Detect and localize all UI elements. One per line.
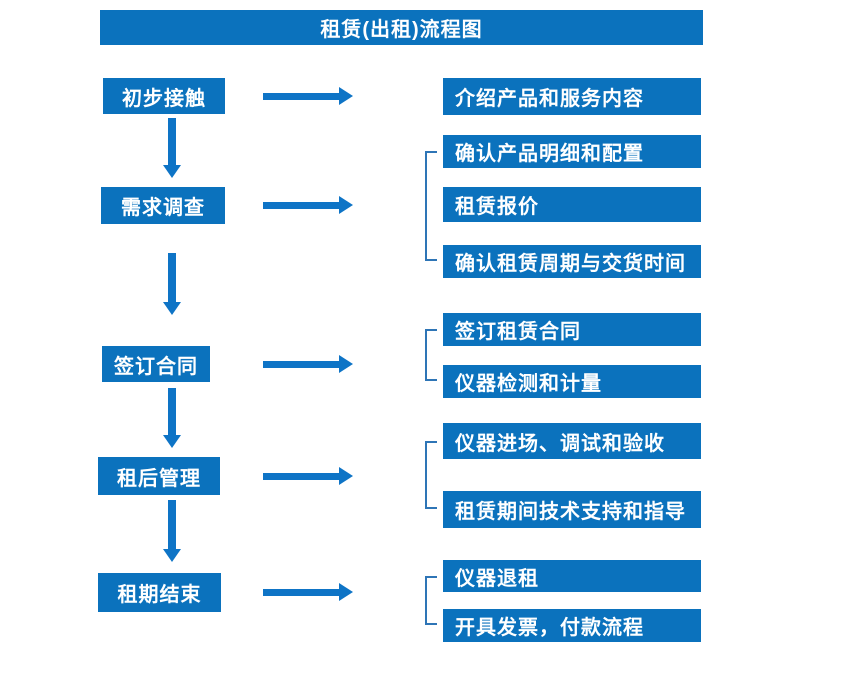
arrow-right-icon bbox=[263, 583, 353, 601]
bracket-icon bbox=[425, 329, 437, 381]
arrow-right-icon bbox=[263, 467, 353, 485]
arrow-shaft bbox=[168, 500, 176, 550]
step-box-post-rental-management: 租后管理 bbox=[98, 457, 220, 495]
flowchart-title-bar: 租赁(出租)流程图 bbox=[100, 10, 703, 45]
step-box-rental-end: 租期结束 bbox=[98, 573, 221, 612]
arrow-shaft bbox=[263, 473, 340, 480]
detail-box-technical-support: 租赁期间技术支持和指导 bbox=[443, 491, 701, 528]
bracket-icon bbox=[425, 441, 437, 509]
detail-box-confirm-product-config: 确认产品明细和配置 bbox=[443, 135, 701, 168]
arrow-shaft bbox=[168, 118, 176, 166]
detail-box-instrument-testing: 仪器检测和计量 bbox=[443, 365, 701, 398]
arrow-down-icon bbox=[163, 118, 181, 178]
arrow-head bbox=[339, 467, 353, 485]
arrow-down-icon bbox=[163, 500, 181, 562]
arrow-head bbox=[163, 549, 181, 562]
step-box-sign-contract: 签订合同 bbox=[102, 346, 210, 382]
arrow-head bbox=[339, 355, 353, 373]
arrow-down-icon bbox=[163, 253, 181, 315]
arrow-head bbox=[339, 583, 353, 601]
flowchart-title: 租赁(出租)流程图 bbox=[320, 19, 483, 41]
arrow-head bbox=[163, 165, 181, 178]
detail-box-rental-quote: 租赁报价 bbox=[443, 187, 701, 222]
bracket-icon bbox=[425, 151, 437, 261]
arrow-right-icon bbox=[263, 355, 353, 373]
arrow-right-icon bbox=[263, 87, 353, 105]
detail-box-instrument-return: 仪器退租 bbox=[443, 560, 701, 592]
arrow-shaft bbox=[263, 93, 340, 100]
detail-box-introduce-products: 介绍产品和服务内容 bbox=[443, 78, 701, 115]
arrow-shaft bbox=[263, 589, 340, 596]
arrow-shaft bbox=[168, 388, 176, 436]
arrow-head bbox=[339, 87, 353, 105]
detail-box-confirm-period-delivery: 确认租赁周期与交货时间 bbox=[443, 245, 701, 278]
arrow-head bbox=[163, 302, 181, 315]
detail-box-instrument-setup-acceptance: 仪器进场、调试和验收 bbox=[443, 423, 701, 459]
arrow-head bbox=[339, 196, 353, 214]
bracket-icon bbox=[425, 576, 437, 625]
arrow-shaft bbox=[263, 202, 340, 209]
arrow-shaft bbox=[168, 253, 176, 303]
step-box-demand-survey: 需求调查 bbox=[101, 187, 225, 224]
arrow-down-icon bbox=[163, 388, 181, 448]
detail-box-sign-rental-contract: 签订租赁合同 bbox=[443, 313, 701, 346]
arrow-shaft bbox=[263, 361, 340, 368]
arrow-right-icon bbox=[263, 196, 353, 214]
arrow-head bbox=[163, 435, 181, 448]
detail-box-invoice-payment: 开具发票，付款流程 bbox=[443, 609, 701, 642]
step-box-initial-contact: 初步接触 bbox=[103, 78, 225, 114]
